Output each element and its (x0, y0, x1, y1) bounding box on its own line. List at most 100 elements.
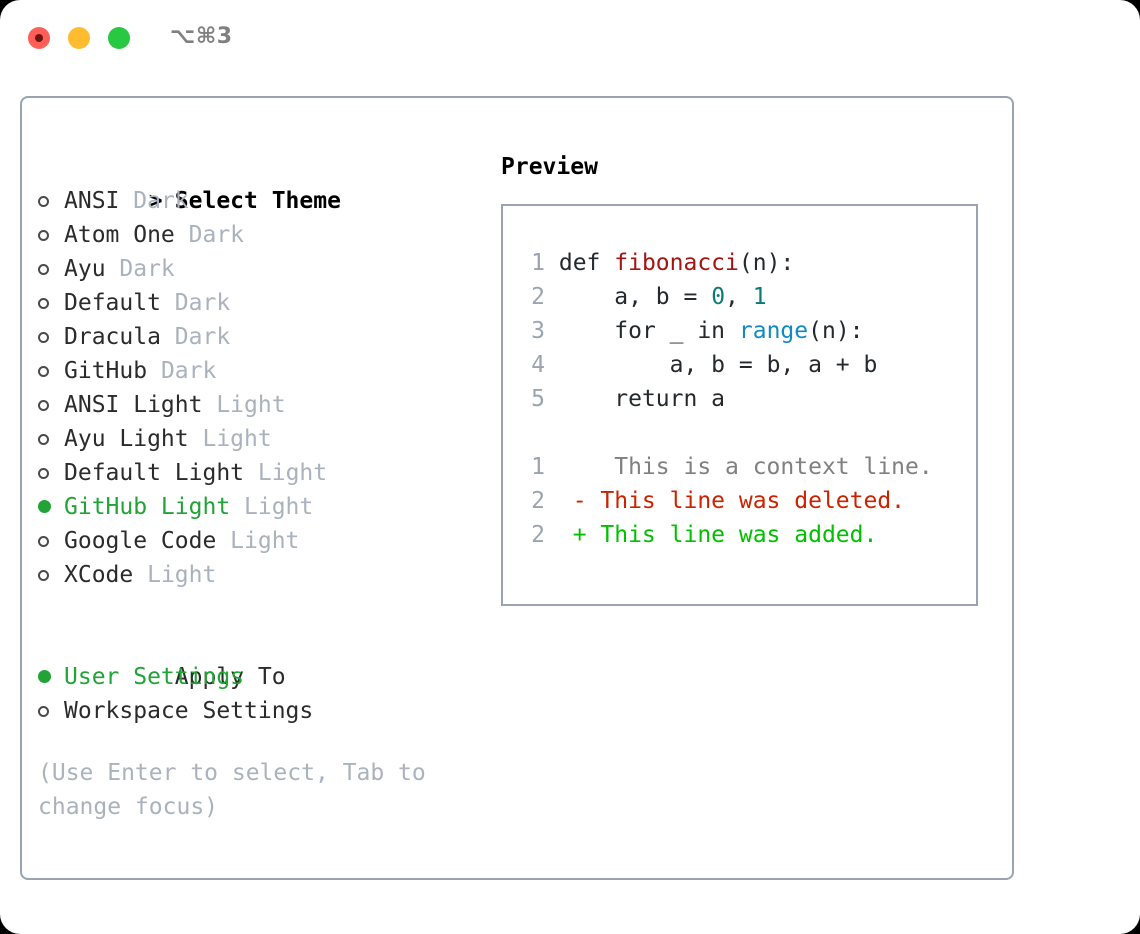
theme-name-label: GitHub (64, 358, 161, 384)
radio-unselected-icon[interactable] (38, 456, 64, 490)
theme-list-item[interactable]: ANSI Dark (38, 184, 478, 218)
radio-unselected-icon[interactable] (38, 558, 64, 592)
theme-list-item[interactable]: Ayu Dark (38, 252, 478, 286)
radio-unselected-icon[interactable] (38, 320, 64, 354)
code-token: fibonacci (614, 250, 739, 276)
code-line: 4 a, b = b, a + b (521, 348, 970, 382)
close-window-icon[interactable] (28, 27, 50, 49)
code-token: return a (558, 386, 726, 412)
theme-list-item[interactable]: ANSI Light Light (38, 388, 478, 422)
radio-unselected-icon[interactable] (38, 422, 64, 456)
theme-variant-tag: Dark (160, 358, 217, 384)
theme-list-item[interactable]: GitHub Dark (38, 354, 478, 388)
prompt-caret-icon: > (148, 188, 163, 214)
apply-to-item[interactable]: Workspace Settings (38, 694, 478, 728)
diff-line-number: 1 (531, 454, 545, 480)
radio-unselected-icon[interactable] (38, 218, 64, 252)
code-token: def (558, 250, 615, 276)
theme-name-label: Ayu (64, 256, 120, 282)
minimize-window-icon[interactable] (68, 27, 90, 49)
diff-line-text: + This line was added. (545, 522, 878, 548)
apply-to-label: Workspace Settings (64, 698, 314, 724)
apply-to-heading: oApply To (38, 626, 478, 690)
theme-name-label: ANSI (64, 188, 134, 214)
code-line: 2 a, b = 0, 1 (521, 280, 970, 314)
radio-selected-icon[interactable] (38, 490, 64, 524)
theme-variant-tag: Light (230, 528, 300, 554)
diff-line: 2 + This line was added. (521, 518, 970, 552)
theme-variant-tag: Light (257, 460, 328, 486)
theme-name-label: Ayu Light (64, 426, 203, 452)
code-line: 5 return a (521, 382, 970, 416)
line-number: 2 (531, 284, 545, 310)
diff-line: 1 This is a context line. (521, 450, 970, 484)
code-token: range (738, 318, 809, 344)
code-line: 3 for _ in range(n): (521, 314, 970, 348)
line-number-gutter-space (545, 250, 559, 276)
theme-variant-tag: Dark (119, 256, 175, 282)
diff-line-text: This is a context line. (545, 454, 933, 480)
theme-name-label: Google Code (64, 528, 231, 554)
radio-unselected-icon[interactable] (38, 354, 64, 388)
list-spacer (38, 592, 478, 626)
apply-to-label: User Settings (64, 664, 245, 690)
diff-line-number: 2 (531, 488, 545, 514)
code-token: 0 (711, 284, 726, 310)
theme-list-item[interactable]: Default Dark (38, 286, 478, 320)
select-theme-heading-label: Select Theme (174, 188, 341, 214)
code-line: 1 def fibonacci(n): (521, 246, 970, 280)
radio-unselected-icon[interactable] (38, 184, 64, 218)
diff-line: 2 - This line was deleted. (521, 484, 970, 518)
radio-selected-icon[interactable] (38, 660, 64, 694)
theme-name-label: Dracula (64, 324, 175, 350)
theme-list-item[interactable]: XCode Light (38, 558, 478, 592)
preview-column: Preview 1 def fibonacci(n):2 a, b = 0, 1… (501, 150, 991, 606)
line-number-gutter-space (545, 352, 559, 378)
radio-unselected-icon[interactable] (38, 524, 64, 558)
diff-line-text: - This line was deleted. (545, 488, 906, 514)
code-token: , (725, 284, 753, 310)
code-token: a, b = b, a + b (558, 352, 878, 378)
theme-name-label: XCode (64, 562, 148, 588)
diff-line-number: 2 (531, 522, 545, 548)
theme-variant-tag: Light (147, 562, 217, 588)
code-token: a, b = (558, 284, 712, 310)
theme-variant-tag: Dark (188, 222, 245, 248)
theme-variant-tag: Light (244, 494, 314, 520)
theme-list-item[interactable]: Atom One Dark (38, 218, 478, 252)
line-number-gutter-space (545, 284, 559, 310)
theme-name-label: Atom One (64, 222, 189, 248)
code-token: (n): (808, 318, 864, 344)
diff-sample: 1 This is a context line.2 - This line w… (521, 450, 970, 552)
code-token: for _ in (558, 318, 739, 344)
line-number-gutter-space (545, 386, 559, 412)
theme-list-item[interactable]: GitHub Light Light (38, 490, 478, 524)
theme-list-item[interactable]: Default Light Light (38, 456, 478, 490)
theme-name-label: Default Light (64, 460, 258, 486)
maximize-window-icon[interactable] (108, 27, 130, 49)
theme-name-label: ANSI Light (64, 392, 217, 418)
apply-to-heading-label: Apply To (174, 664, 286, 690)
title-bar: ⌥⌘3 (0, 0, 1140, 76)
radio-unselected-icon[interactable] (38, 694, 64, 728)
apply-to-item[interactable]: User Settings (38, 660, 478, 694)
code-diff-gap (521, 416, 970, 450)
line-number: 4 (531, 352, 545, 378)
line-number: 3 (531, 318, 545, 344)
theme-list-item[interactable]: Ayu Light Light (38, 422, 478, 456)
keyboard-shortcut-label: ⌥⌘3 (170, 24, 233, 49)
theme-list-item[interactable]: Google Code Light (38, 524, 478, 558)
radio-unselected-icon[interactable] (38, 252, 64, 286)
radio-unselected-icon[interactable] (38, 286, 64, 320)
line-number: 1 (531, 250, 545, 276)
radio-unselected-icon[interactable] (38, 388, 64, 422)
keyboard-hint-text: (Use Enter to select, Tab to change focu… (38, 760, 440, 820)
theme-list-item[interactable]: Dracula Dark (38, 320, 478, 354)
